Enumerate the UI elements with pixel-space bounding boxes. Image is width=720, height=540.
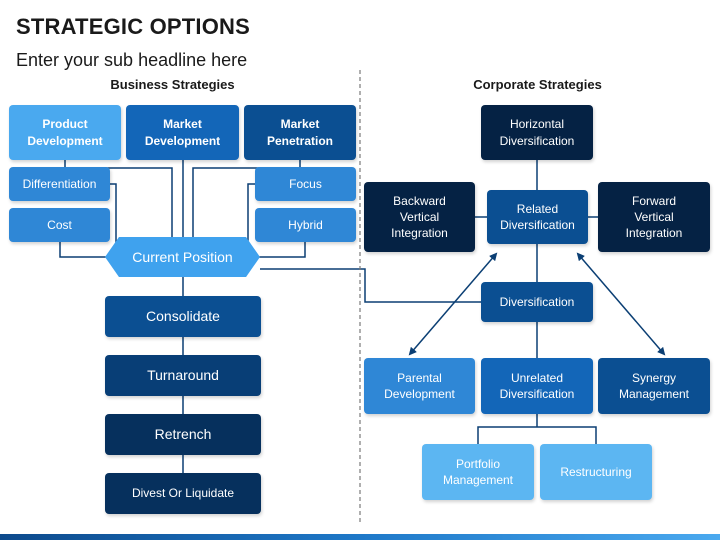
link-current-to-diversification <box>260 268 481 303</box>
market-development-box: Market Development <box>126 105 239 160</box>
product-development-box: Product Development <box>9 105 121 160</box>
corporate-strategies-heading: Corporate Strategies <box>473 77 602 92</box>
page-title: STRATEGIC OPTIONS <box>16 14 251 39</box>
related-diversification-box: Related Diversification <box>487 190 588 244</box>
differentiation-box: Differentiation <box>9 167 110 201</box>
diversification-box: Diversification <box>481 282 593 322</box>
synergy-management-box: Synergy Management <box>598 358 710 414</box>
unrelated-diversification-box: Unrelated Diversification <box>481 358 593 414</box>
hybrid-box: Hybrid <box>255 208 356 242</box>
parental-development-box: Parental Development <box>364 358 475 414</box>
link-hybrid <box>260 242 306 258</box>
arrow-synergy-related <box>576 252 666 356</box>
consolidate-box: Consolidate <box>105 296 261 337</box>
horizontal-diversification-box: Horizontal Diversification <box>481 105 593 160</box>
portfolio-management-box: Portfolio Management <box>422 444 534 500</box>
market-penetration-box: Market Penetration <box>244 105 356 160</box>
retrench-box: Retrench <box>105 414 261 455</box>
link-market-penetration <box>192 160 301 237</box>
business-strategies-heading: Business Strategies <box>110 77 235 92</box>
backward-vertical-integration-box: Backward Vertical Integration <box>364 182 475 252</box>
link-cost <box>59 242 105 258</box>
link-unrelated-children <box>477 414 597 444</box>
current-position-hexagon: Current Position <box>105 237 260 277</box>
cost-box: Cost <box>9 208 110 242</box>
bottom-accent-bar <box>0 534 720 540</box>
focus-box: Focus <box>255 167 356 201</box>
arrow-parental-related <box>408 252 498 356</box>
link-product-development <box>64 160 173 237</box>
forward-vertical-integration-box: Forward Vertical Integration <box>598 182 710 252</box>
divest-or-liquidate-box: Divest Or Liquidate <box>105 473 261 514</box>
restructuring-box: Restructuring <box>540 444 652 500</box>
turnaround-box: Turnaround <box>105 355 261 396</box>
page-subtitle: Enter your sub headline here <box>16 50 248 70</box>
